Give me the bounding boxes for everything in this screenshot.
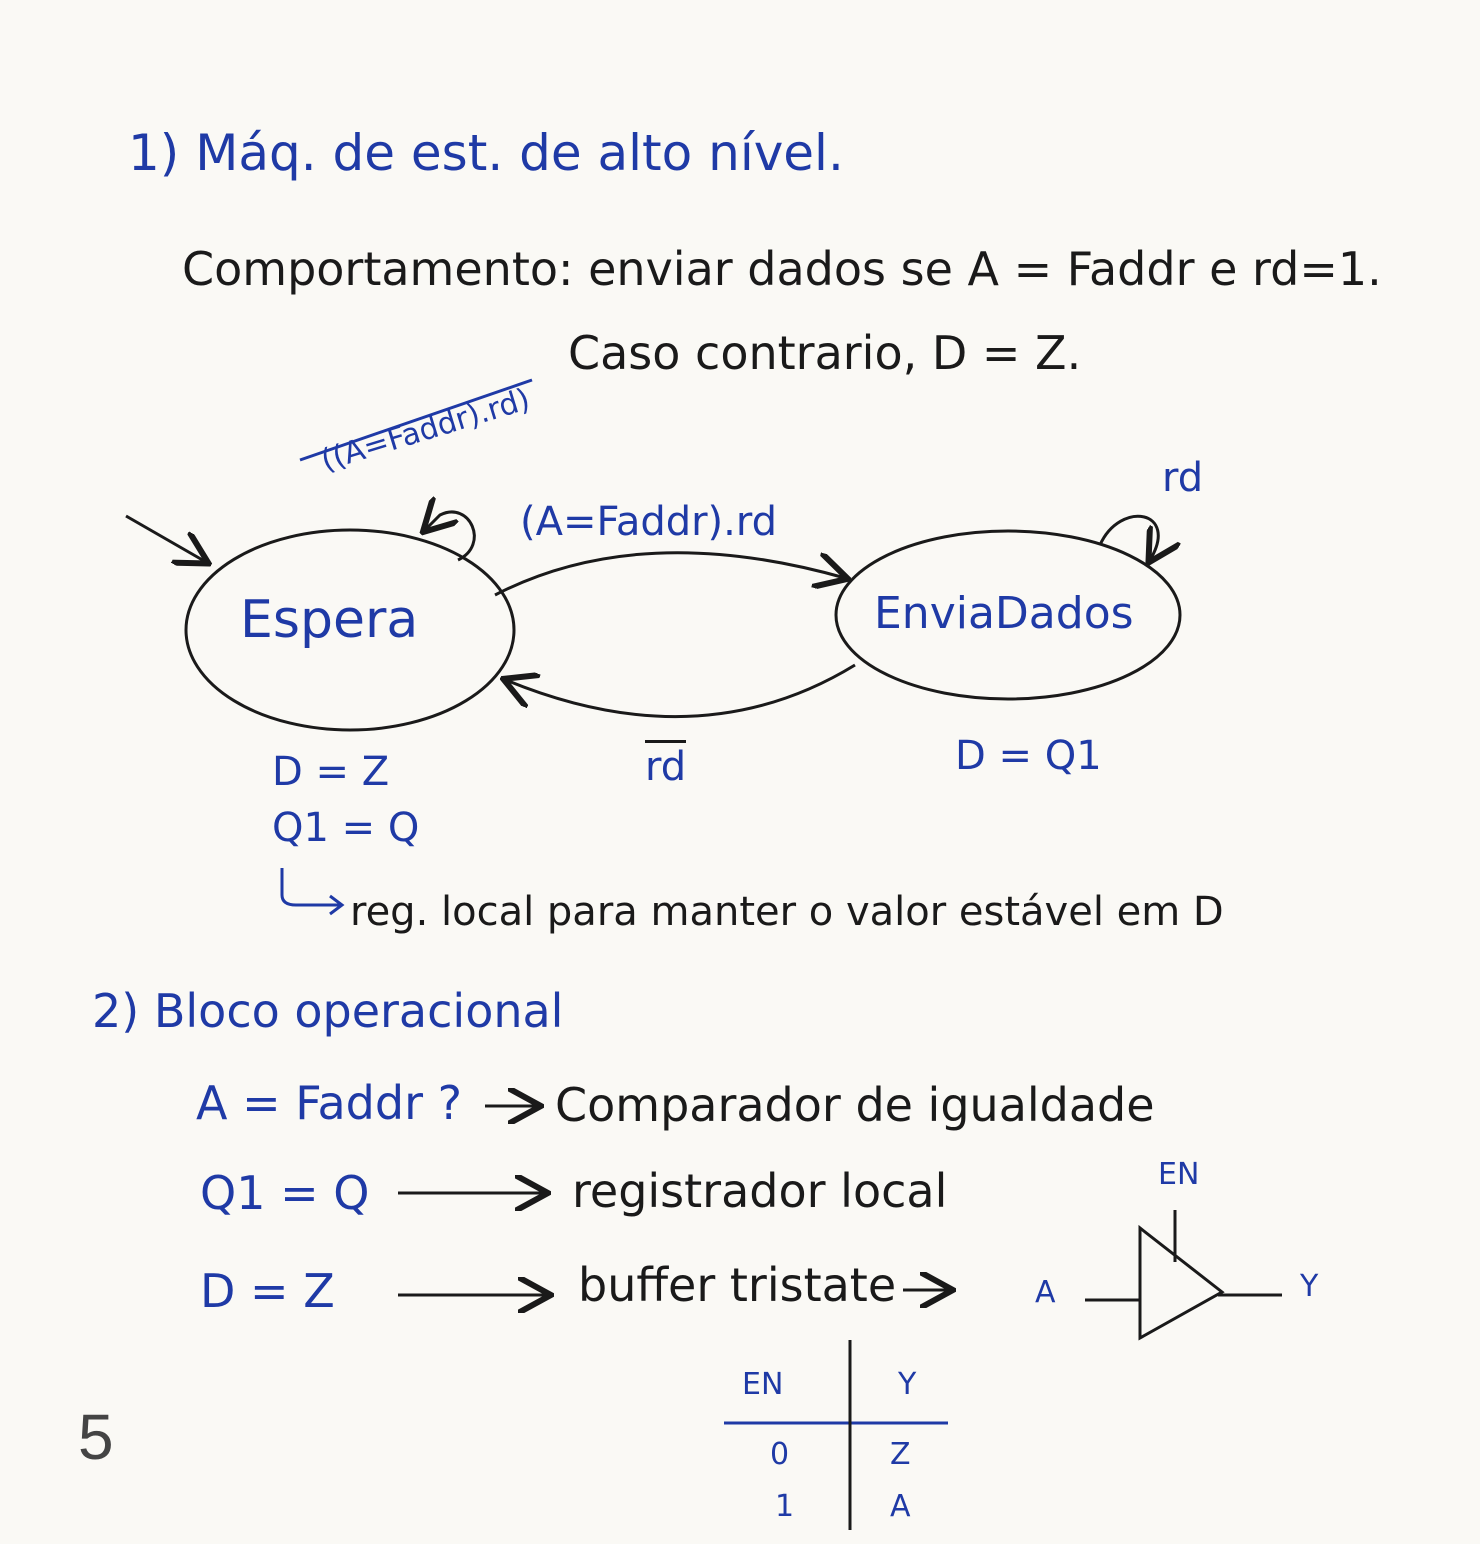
buffer-enable-label: EN — [1158, 1157, 1200, 1192]
self-loop-wait-arrow — [425, 512, 476, 562]
row1-left: A = Faddr ? — [196, 1076, 463, 1130]
row1-right: Comparador de igualdade — [555, 1078, 1155, 1132]
state-enviadados-circle — [834, 529, 1182, 701]
behavior-line-1: Comportamento: enviar dados se A = Faddr… — [182, 242, 1382, 296]
state-enviadados-label: EnviaDados — [874, 588, 1134, 639]
local-register-note: reg. local para manter o valor estável e… — [350, 889, 1224, 935]
state-espera-label: Espera — [240, 590, 419, 650]
self-loop-send-arrow — [1098, 514, 1158, 560]
behavior-line-2: Caso contrario, D = Z. — [568, 326, 1082, 380]
wait-action-1: D = Z — [272, 749, 390, 795]
truth-table-header-y: Y — [898, 1367, 917, 1402]
send-action: D = Q1 — [955, 733, 1102, 779]
initial-state-arrow — [125, 514, 206, 562]
transition-back-label: rd — [645, 740, 687, 787]
truth-table-row1-en: 0 — [770, 1437, 790, 1472]
self-loop-wait-overline — [299, 378, 533, 462]
state-espera-circle — [184, 528, 516, 732]
truth-table-row2-y: A — [890, 1489, 911, 1524]
wait-action-2: Q1 = Q — [272, 805, 420, 851]
buffer-output-label: Y — [1300, 1269, 1319, 1304]
truth-table-header-en: EN — [742, 1367, 784, 1402]
self-loop-send-label: rd — [1162, 455, 1204, 501]
note-hook-arrow — [280, 868, 340, 907]
buffer-input-label: A — [1035, 1275, 1056, 1310]
transition-back-arrow — [506, 663, 856, 719]
row3-right: buffer tristate — [578, 1258, 897, 1312]
row2-left: Q1 = Q — [200, 1166, 370, 1220]
page-number: 5 — [78, 1401, 114, 1473]
truth-table-row2-en: 1 — [775, 1489, 795, 1524]
tristate-buffer-symbol — [1085, 1210, 1282, 1341]
row2-right: registrador local — [572, 1164, 948, 1218]
section-1-heading: 1) Máq. de est. de alto nível. — [128, 124, 844, 182]
row3-left: D = Z — [200, 1264, 335, 1318]
transition-to-send-arrow — [494, 551, 845, 597]
truth-table-row1-y: Z — [890, 1437, 911, 1472]
section-2-heading: 2) Bloco operacional — [92, 984, 564, 1038]
transition-to-send-label: (A=Faddr).rd — [520, 499, 778, 545]
